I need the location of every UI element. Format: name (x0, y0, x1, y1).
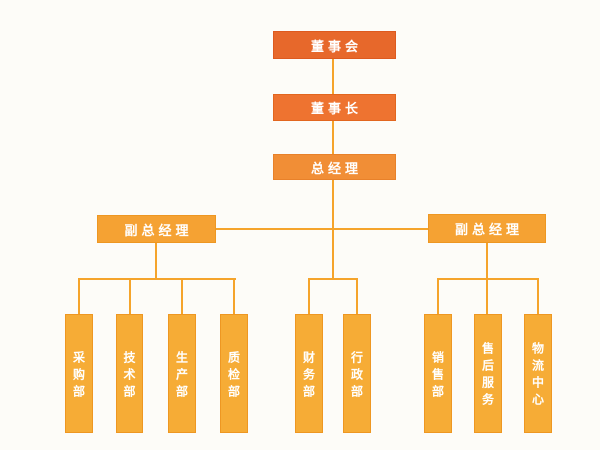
dept-finance: 财务部 (295, 314, 323, 433)
node-label: 生产部 (174, 350, 189, 402)
dept-production: 生产部 (168, 314, 196, 433)
node-chairman: 董事长 (273, 94, 396, 121)
node-label: 副总经理 (124, 223, 193, 239)
node-label: 物流中心 (530, 342, 545, 410)
connector-line (308, 278, 310, 314)
node-label: 董事会 (310, 39, 362, 55)
connector-line (437, 278, 539, 280)
node-deputy-general-manager-right: 副总经理 (428, 214, 546, 243)
dept-administration: 行政部 (343, 314, 371, 433)
connector-line (308, 278, 358, 280)
dept-purchasing: 采购部 (65, 314, 93, 433)
connector-line (537, 278, 539, 314)
connector-line (356, 278, 358, 314)
connector-line (233, 278, 235, 314)
dept-logistics-center: 物流中心 (524, 314, 552, 433)
node-board-of-directors: 董事会 (273, 31, 396, 59)
node-label: 销售部 (430, 350, 445, 402)
node-label: 采购部 (71, 350, 86, 402)
dept-sales: 销售部 (424, 314, 452, 433)
connector-line (78, 278, 80, 314)
node-label: 董事长 (310, 102, 362, 117)
node-label: 总经理 (310, 161, 362, 177)
connector-line (155, 243, 157, 278)
connector-line (332, 121, 334, 154)
connector-line (181, 278, 183, 314)
node-label: 售后服务 (480, 342, 495, 410)
node-label: 副总经理 (454, 223, 523, 238)
dept-after-sales-service: 售后服务 (474, 314, 502, 433)
node-label: 财务部 (301, 350, 316, 402)
node-general-manager: 总经理 (273, 154, 396, 180)
dept-technology: 技术部 (116, 314, 143, 433)
dept-quality-inspection: 质检部 (220, 314, 248, 433)
connector-line (78, 278, 236, 280)
connector-line (332, 59, 334, 95)
connector-line (437, 278, 439, 314)
node-label: 行政部 (349, 350, 364, 402)
node-deputy-general-manager-left: 副总经理 (97, 215, 216, 243)
node-label: 技术部 (122, 350, 136, 402)
connector-line (129, 278, 131, 314)
connector-line (216, 228, 428, 230)
node-label: 质检部 (226, 350, 241, 402)
